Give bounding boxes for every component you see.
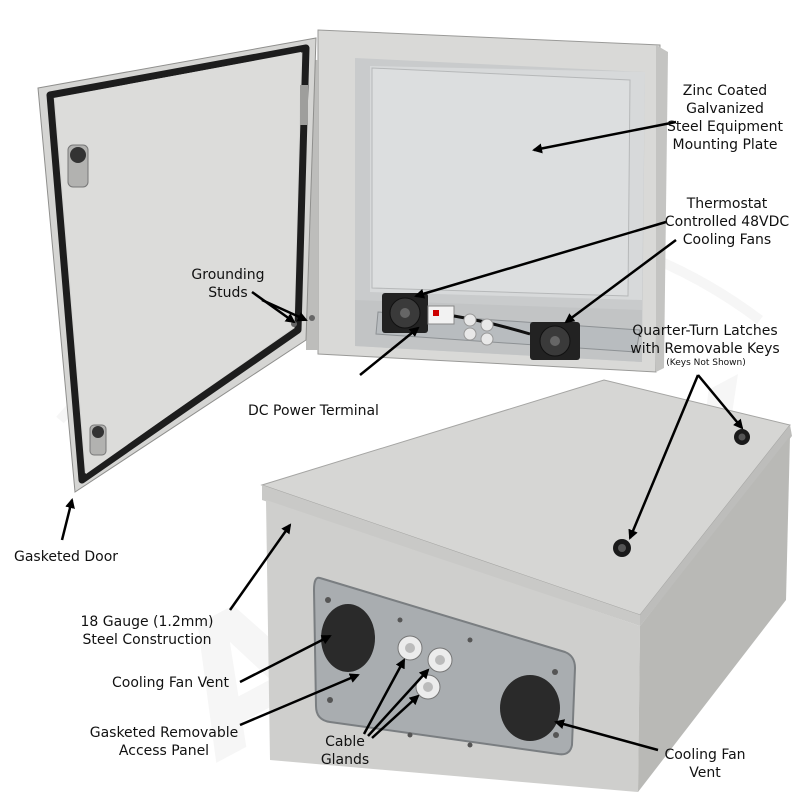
label-access-panel: Gasketed Removable Access Panel <box>89 725 239 759</box>
label-cooling-fans: Thermostat Controlled 48VDC Cooling Fans <box>664 196 790 248</box>
fan-vent-right <box>500 675 560 741</box>
label-dc-terminal: DC Power Terminal <box>248 403 379 419</box>
label-cable-glands: Cable Glands <box>320 734 370 768</box>
label-fan-vent-left: Cooling Fan Vent <box>112 675 230 691</box>
label-steel-construction: 18 Gauge (1.2mm) Steel Construction <box>80 614 214 648</box>
cable-gland <box>427 647 453 673</box>
mounting-plate <box>371 67 631 297</box>
label-keys-note: (Keys Not Shown) <box>666 358 746 368</box>
cooling-fan-left <box>382 293 428 333</box>
cable-gland <box>415 674 441 700</box>
label-gasketed-door: Gasketed Door <box>14 549 119 565</box>
gasketed-door <box>37 37 317 493</box>
door-latch-top <box>67 144 89 188</box>
cooling-fan-right <box>530 322 580 360</box>
quarter-turn-latch <box>734 429 750 445</box>
cable-gland <box>397 635 423 661</box>
callout-arrows <box>60 120 744 752</box>
grounding-stud <box>309 315 315 321</box>
label-grounding-studs: Grounding Studs <box>191 267 265 301</box>
label-fan-vent-right: Cooling Fan Vent <box>664 747 746 781</box>
open-enclosure <box>306 29 668 373</box>
closed-enclosure <box>260 379 792 792</box>
label-mounting-plate: Zinc Coated Galvanized Steel Equipment M… <box>667 83 783 153</box>
fan-vent-left <box>321 604 375 672</box>
quarter-turn-latch <box>613 539 631 557</box>
label-latches: Quarter-Turn Latches with Removable Keys <box>630 323 780 357</box>
door-latch-bottom <box>89 424 107 456</box>
dc-power-terminal <box>427 305 531 346</box>
